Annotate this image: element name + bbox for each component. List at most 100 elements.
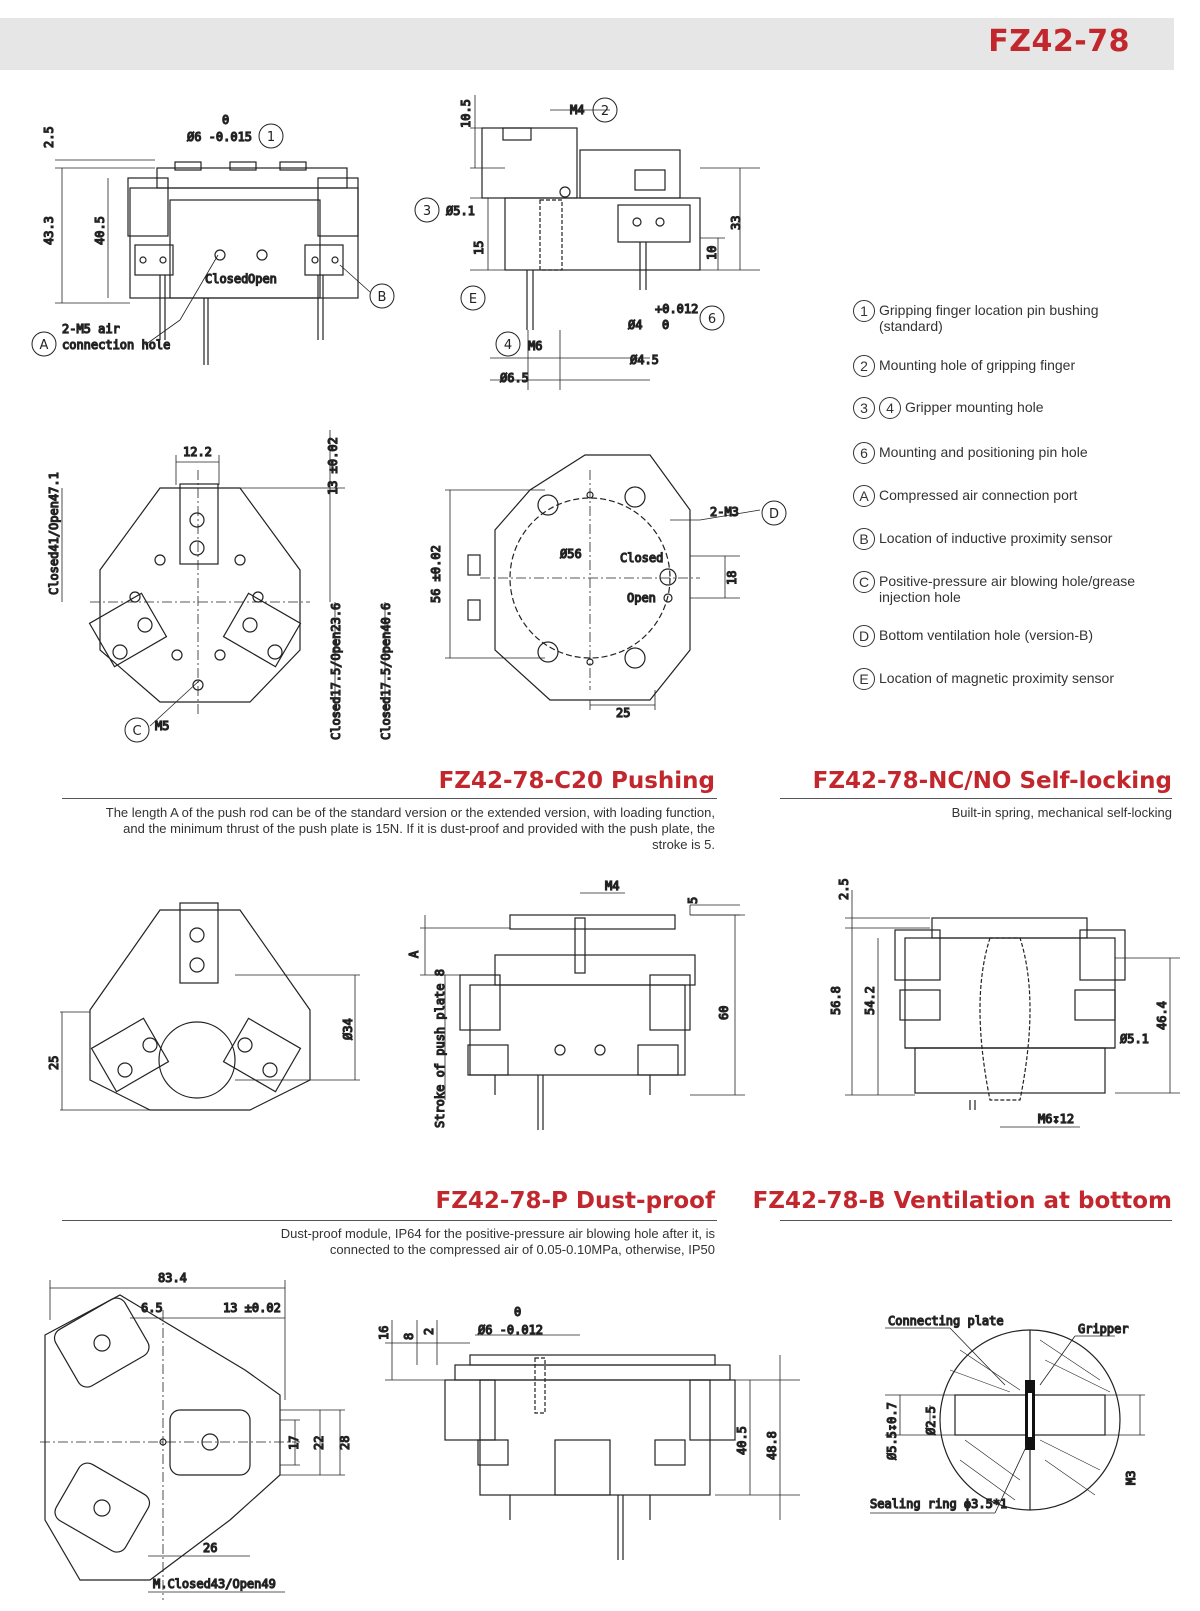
section-desc-selflock: Built-in spring, mechanical self-locking	[951, 805, 1172, 820]
section-divider	[780, 1220, 1172, 1221]
callout-2: 2	[601, 104, 609, 119]
legend-text: Mounting and positioning pin hole	[879, 444, 1088, 460]
dim-d4: Ø4	[628, 318, 642, 332]
legend-mark: E	[853, 668, 875, 690]
dim-2: 2	[422, 1328, 436, 1335]
section-divider	[62, 798, 717, 799]
dim-10-5: 10.5	[459, 99, 473, 128]
dim-a-push: A	[407, 950, 421, 958]
callout-e: E	[469, 292, 477, 307]
dim-stroke-push: Stroke of push plate 8	[433, 969, 447, 1128]
dim-16: 16	[377, 1326, 391, 1340]
legend-text: Mounting hole of gripping finger	[879, 357, 1076, 373]
dim-46-4: 46.4	[1155, 1001, 1169, 1030]
dim-d4-upper: +0.012	[655, 302, 698, 316]
dim-2-5-lock: 2.5	[837, 878, 851, 900]
legend-text: Gripper mounting hole	[905, 399, 1044, 415]
dim-48-8: 48.8	[765, 1431, 779, 1460]
section-desc-pushing: The length A of the push rod can be of t…	[105, 805, 715, 852]
legend-text: Location of inductive proximity sensor	[879, 530, 1113, 546]
bottom-view-drawing	[445, 454, 761, 710]
legend-text: Gripping finger location pin bushing (st…	[879, 302, 1099, 334]
dim-d6-dust-upper: 0	[514, 1305, 521, 1319]
section-desc-dustproof: Dust-proof module, IP64 for the positive…	[280, 1226, 715, 1257]
dim-closed17-open40: Closed17.5/Open40.6	[379, 603, 393, 740]
dim-83-4: 83.4	[158, 1271, 187, 1285]
dim-d6-5: Ø6.5	[500, 371, 529, 385]
callout-d: D	[769, 507, 779, 522]
legend-mark: 2	[853, 355, 875, 377]
legend-mark: 6	[853, 442, 875, 464]
callout-6: 6	[708, 312, 716, 327]
legend-item-c: C Positive-pressure air blowing hole/gre…	[853, 571, 1169, 605]
label-closed-bottom: Closed	[620, 551, 663, 565]
dim-d5-1-lock: Ø5.1	[1120, 1032, 1149, 1046]
section-title-ventilation: FZ42-78-B Ventilation at bottom	[752, 1188, 1172, 1214]
legend-item-3-4: 3 4 Gripper mounting hole	[853, 397, 1044, 419]
legend-item-6: 6 Mounting and positioning pin hole	[853, 442, 1088, 464]
callouts	[31, 97, 787, 743]
callout-1: 1	[267, 130, 275, 145]
dim-5-push: 5	[686, 897, 700, 904]
dim-m4-push: M4	[605, 879, 619, 893]
dim-26: 26	[203, 1541, 217, 1555]
dim-56-tol: 56 ±0.02	[429, 545, 443, 603]
legend-mark: 3	[853, 397, 875, 419]
label-gripper: Gripper	[1078, 1322, 1129, 1336]
section-title-pushing: FZ42-78-C20 Pushing	[438, 768, 715, 794]
callout-c: C	[132, 724, 141, 739]
label-closed: Closed	[205, 272, 248, 286]
dim-13-tol-dust: 13 ±0.02	[223, 1301, 281, 1315]
dim-2-m3: 2-M3	[710, 505, 739, 519]
legend-mark: B	[853, 528, 875, 550]
dim-22: 22	[312, 1436, 326, 1450]
dim-d56: Ø56	[560, 547, 582, 561]
legend-mark: C	[853, 571, 875, 593]
section-divider	[62, 1220, 717, 1221]
legend-text: Bottom ventilation hole (version-B)	[879, 627, 1093, 643]
dim-8: 8	[402, 1333, 416, 1340]
dim-25-push: 25	[47, 1056, 61, 1070]
dim-d5-1: Ø5.1	[446, 204, 475, 218]
dim-54-2: 54.2	[863, 986, 877, 1015]
dim-40-5-dust: 40.5	[735, 1426, 749, 1455]
dim-d5-5: Ø5.5↧0.7	[885, 1402, 899, 1460]
legend-item-d: D Bottom ventilation hole (version-B)	[853, 625, 1093, 647]
dim-m4-top: M4	[570, 103, 584, 117]
callout-a: A	[40, 338, 49, 353]
label-connection-hole: connection hole	[62, 338, 170, 352]
dim-25-bottom: 25	[616, 706, 630, 720]
dim-17: 17	[287, 1436, 301, 1450]
callout-b: B	[378, 290, 387, 305]
label-sealing-ring: Sealing ring ϕ3.5*1	[870, 1497, 1007, 1511]
dim-40-5: 40.5	[93, 216, 107, 245]
dim-15: 15	[472, 241, 486, 255]
legend-mark: D	[853, 625, 875, 647]
dim-33: 33	[729, 216, 743, 230]
selflock-section-drawing	[845, 890, 1180, 1128]
legend-item-1: 1 Gripping finger location pin bushing (…	[853, 300, 1119, 334]
legend-mark: A	[853, 485, 875, 507]
legend-item-b: B Location of inductive proximity sensor	[853, 528, 1112, 550]
dim-m6-12: M6↧12	[1038, 1112, 1074, 1126]
dim-12-2: 12.2	[183, 445, 212, 459]
dim-d2-5: Ø2.5	[924, 1406, 938, 1435]
legend-text: Location of magnetic proximity sensor	[879, 670, 1114, 686]
dim-d4-lower: 0	[662, 318, 669, 332]
section-title-dustproof: FZ42-78-P Dust-proof	[435, 1188, 715, 1214]
dim-28: 28	[338, 1436, 352, 1450]
dim-m6: M6	[528, 339, 542, 353]
dim-6-5: 6.5	[141, 1301, 163, 1315]
dim-m3-vent: M3	[1124, 1471, 1138, 1485]
dim-43-3: 43.3	[42, 216, 56, 245]
legend-item-e: E Location of magnetic proximity sensor	[853, 668, 1114, 690]
legend-text: Positive-pressure air blowing hole/greas…	[879, 573, 1136, 605]
header-bar: FZ42-78	[0, 18, 1174, 70]
dim-d34: Ø34	[341, 1018, 355, 1040]
side-section-drawing	[470, 95, 760, 390]
pushing-side-view-drawing	[420, 892, 745, 1130]
dim-closed17-open23: Closed17.5/Open23.6	[329, 603, 343, 740]
dim-d6-tol-upper: 0	[222, 113, 229, 127]
dim-60: 60	[717, 1006, 731, 1020]
